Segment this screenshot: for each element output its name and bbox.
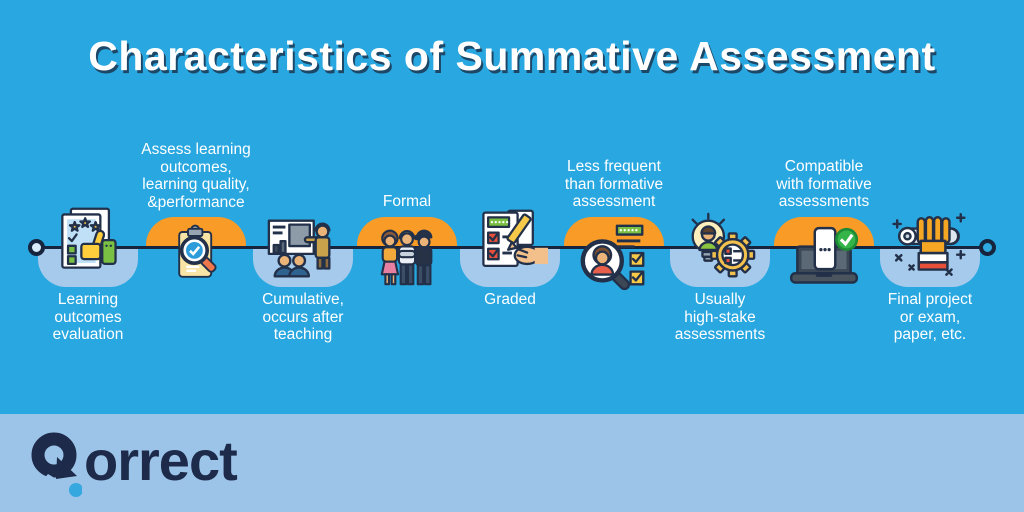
- node-label: Final project or exam, paper, etc.: [887, 291, 973, 343]
- timeline-bump: [564, 217, 664, 247]
- candidate-search-icon: [580, 224, 645, 291]
- node-label: Usually high-stake assessments: [674, 291, 766, 343]
- node-label: Cumulative, occurs after teaching: [262, 291, 344, 343]
- idea-gear-checklist-icon: [691, 212, 756, 278]
- grading-checklist-icon: [482, 209, 548, 267]
- diploma-hand-icon: [892, 212, 966, 276]
- timeline-node-5: Graded: [420, 130, 600, 365]
- timeline-node-3: Cumulative, occurs after teaching: [213, 130, 393, 365]
- footer-band: orrect: [0, 414, 1024, 512]
- laptop-phone-check-icon: [789, 226, 859, 284]
- timeline-node-4: Formal: [317, 130, 497, 365]
- timeline-end-node: [979, 239, 996, 256]
- qorrect-logo: orrect: [28, 429, 238, 500]
- node-label: Compatible with formative assessments: [776, 158, 872, 210]
- timeline-start-node: [28, 239, 45, 256]
- page-title: Characteristics of Summative Assessment: [88, 33, 936, 79]
- clipboard-magnifier-icon: [178, 224, 217, 278]
- timeline-node-1: Learning outcomes evaluation: [0, 130, 178, 365]
- node-label: Formal: [382, 193, 432, 210]
- node-label: Less frequent than formative assessment: [564, 158, 664, 210]
- presenter-audience-icon: [267, 219, 331, 278]
- node-label: Graded: [484, 291, 536, 308]
- people-group-icon: [380, 229, 433, 286]
- timeline-node-2: Assess learning outcomes, learning quali…: [106, 130, 286, 365]
- node-label: Learning outcomes evaluation: [52, 291, 124, 343]
- qorrect-q-icon: [31, 432, 82, 497]
- timeline-node-8: Compatible with formative assessments: [734, 130, 914, 365]
- timeline-node-6: Less frequent than formative assessment: [524, 130, 704, 365]
- timeline-node-9: Final project or exam, paper, etc.: [840, 130, 1020, 365]
- qorrect-wordmark-text: orrect: [84, 429, 238, 492]
- node-label: Assess learning outcomes, learning quali…: [141, 141, 251, 211]
- timeline-node-7: Usually high-stake assessments: [630, 130, 810, 365]
- evaluation-sheet-icon: [61, 207, 117, 269]
